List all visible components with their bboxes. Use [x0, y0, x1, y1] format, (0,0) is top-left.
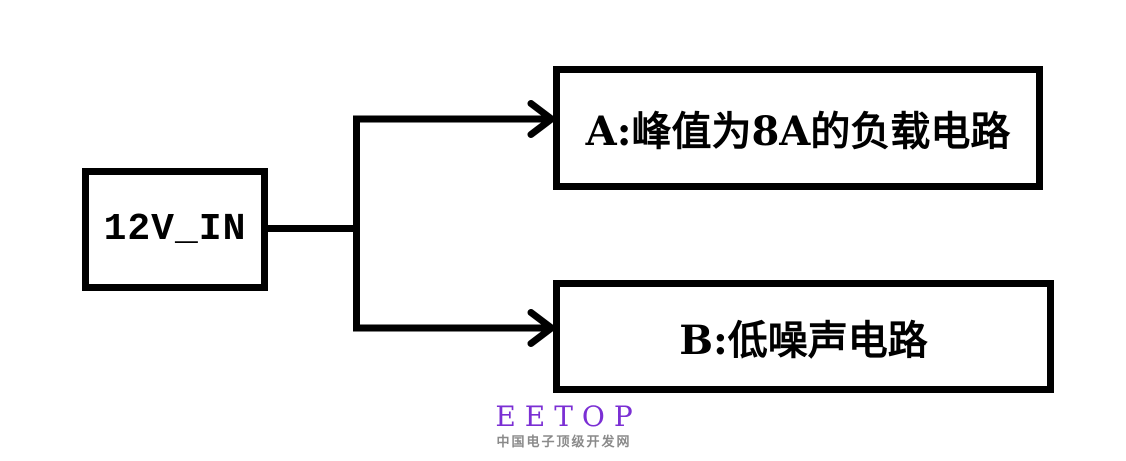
node-branch-b: B:低噪声电路	[553, 280, 1054, 393]
node-branch-a-label: A:峰值为8A的负载电路	[585, 108, 1011, 155]
node-branch-b-label: B:低噪声电路	[679, 316, 928, 364]
watermark-subtitle: 中国电子顶级开发网	[496, 434, 632, 450]
node-12v-in-label: 12V_IN	[103, 208, 247, 251]
watermark: EETOP 中国电子顶级开发网	[450, 400, 678, 450]
node-12v-in: 12V_IN	[82, 168, 268, 291]
arrowhead-a-icon	[527, 100, 555, 138]
node-branch-a: A:峰值为8A的负载电路	[553, 66, 1043, 190]
watermark-title: EETOP	[495, 400, 642, 433]
arrowhead-b-icon	[527, 309, 555, 347]
